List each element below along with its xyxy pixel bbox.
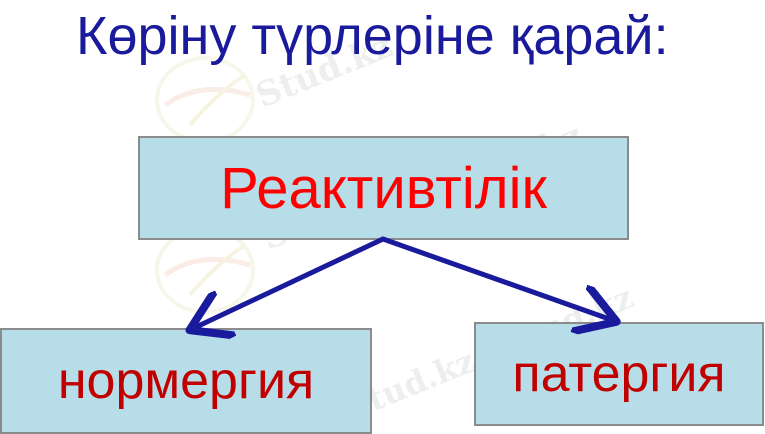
root-node-label: Реактивтілік [220, 155, 547, 221]
arrow-to-right-child [380, 236, 612, 320]
child-node-box-left: нормергия [0, 328, 372, 434]
child-node-label-left: нормергия [57, 352, 315, 410]
arrow-to-left-child [194, 236, 386, 328]
slide-title: Көріну түрлеріне қарай: [76, 6, 669, 66]
watermark-logo-middle [155, 226, 255, 314]
child-node-box-right: патергия [474, 322, 764, 426]
root-node-box: Реактивтілік [138, 136, 629, 240]
child-node-label-right: патергия [512, 345, 726, 403]
